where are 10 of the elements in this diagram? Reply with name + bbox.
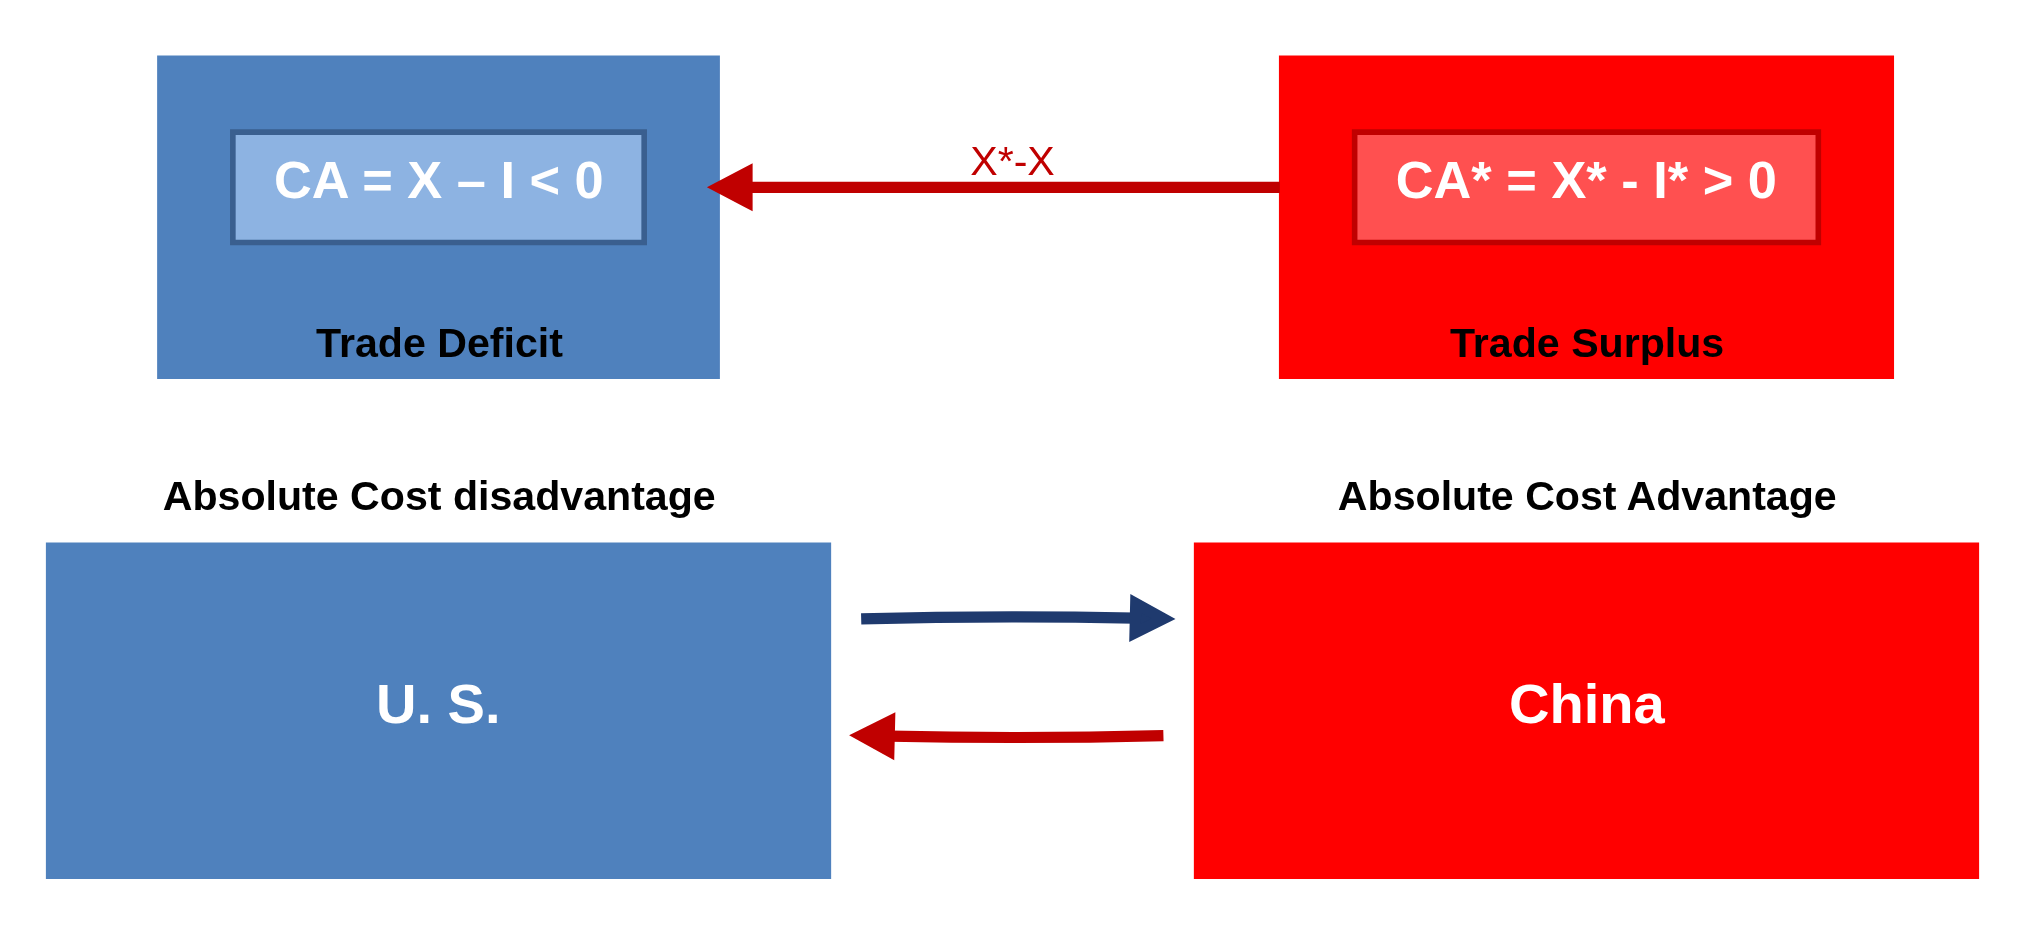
node-box: China: [1193, 542, 1980, 880]
arrow: [849, 712, 1164, 761]
arrow: [706, 163, 1280, 212]
node-box: U. S.: [45, 542, 832, 880]
arrow: [861, 594, 1176, 642]
node-label: Absolute Cost Advantage: [1337, 473, 1837, 520]
node-label: Absolute Cost disadvantage: [162, 473, 716, 520]
edge-label: X*-X: [970, 138, 1055, 185]
node-box: CA = X – I < 0: [230, 129, 647, 246]
node-box: CA* = X* - I* > 0: [1351, 129, 1822, 246]
